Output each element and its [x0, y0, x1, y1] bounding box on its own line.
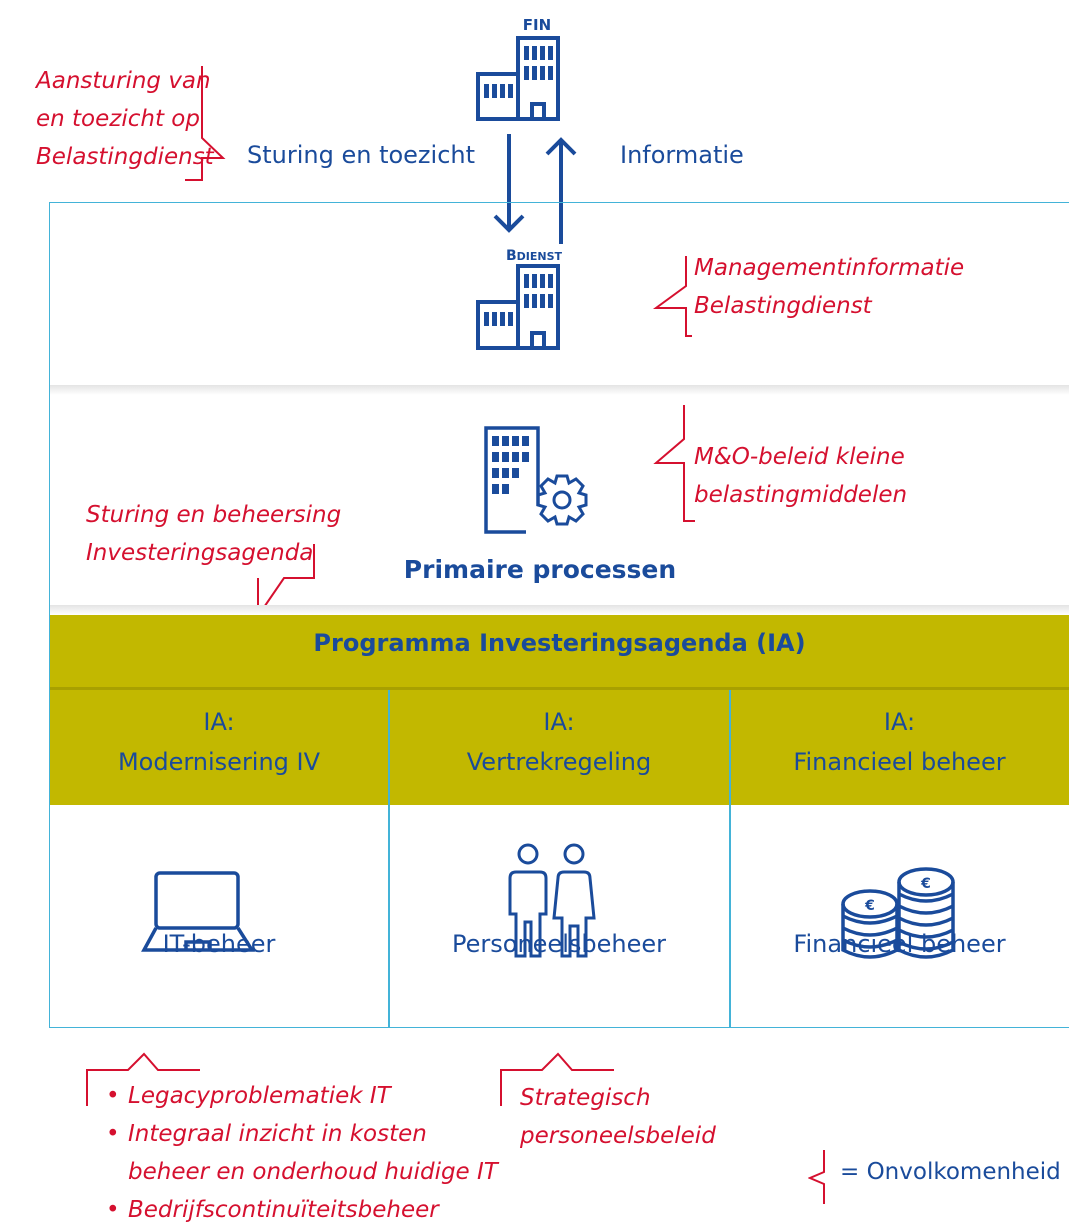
- column-title-line: Modernisering IV: [117, 748, 321, 776]
- bdienst-building-icon: BDIENST: [476, 248, 563, 350]
- column-title-line: Vertrekregeling: [466, 748, 652, 776]
- column-title-line: IA:: [543, 708, 575, 736]
- section-divider: [50, 385, 1069, 395]
- band-separator: [50, 687, 1069, 690]
- note-aansturing: Aansturing van en toezicht op Belastingd…: [36, 62, 214, 176]
- column-title-line: Financieel beheer: [793, 748, 1006, 776]
- primary-processes-label: Primaire processen: [403, 555, 677, 584]
- note-line: Managementinformatie: [694, 255, 965, 281]
- imperfection-bracket: [86, 1052, 200, 1106]
- imperfection-bracket: [653, 405, 695, 522]
- primary-process-icon: [484, 426, 588, 534]
- legend-bracket-icon: [808, 1150, 825, 1204]
- diagram-frame: [49, 202, 1069, 1028]
- note-bullet: Legacyproblematiek IT: [106, 1077, 498, 1115]
- imperfection-bracket: [185, 66, 226, 181]
- column-divider: [729, 690, 731, 1028]
- column-title-line: IA:: [203, 708, 235, 736]
- fin-building-icon: FIN: [476, 16, 560, 121]
- column-divider: [388, 690, 390, 1028]
- note-mo-beleid: M&O-beleid kleine belastingmiddelen: [694, 438, 907, 514]
- bdienst-label: BDIENST: [506, 248, 563, 264]
- note-managementinformatie: Managementinformatie Belastingdienst: [694, 249, 964, 325]
- note-line: personeelsbeleid: [520, 1123, 716, 1149]
- legend-text: = Onvolkomenheid: [840, 1159, 1061, 1185]
- note-line: Investeringsagenda: [86, 540, 314, 566]
- note-line: M&O-beleid kleine: [694, 444, 905, 470]
- column-title-modernisering: IA: Modernisering IV: [50, 702, 388, 782]
- program-band: [50, 615, 1069, 687]
- sturing-toezicht-label: Sturing en toezicht: [247, 141, 476, 169]
- imperfection-bracket: [500, 1052, 614, 1106]
- note-line: en toezicht op: [36, 106, 200, 132]
- column-label-personeelsbeheer: Personeelsbeheer: [452, 930, 666, 958]
- note-line: Strategisch: [520, 1085, 651, 1111]
- section-divider: [50, 605, 1069, 615]
- imperfection-bracket: [652, 256, 692, 337]
- note-bullet: Bedrijfscontinuïteitsbeheer: [106, 1191, 498, 1229]
- note-it-items: Legacyproblematiek IT Integraal inzicht …: [106, 1077, 498, 1229]
- fin-label: FIN: [523, 16, 551, 34]
- svg-text:€: €: [920, 876, 931, 892]
- coins-icon: € €: [841, 867, 955, 959]
- arrows-icon: [493, 134, 577, 244]
- column-label-financieel-beheer: Financieel beheer: [793, 930, 1006, 958]
- column-label-it-beheer: IT-beheer: [162, 930, 276, 958]
- note-line: Belastingdienst: [36, 144, 214, 170]
- column-title-vertrekregeling: IA: Vertrekregeling: [389, 702, 729, 782]
- column-title-line: IA:: [883, 708, 916, 736]
- note-line: Aansturing van: [36, 68, 211, 94]
- svg-text:€: €: [864, 898, 875, 914]
- imperfection-bracket: [257, 544, 315, 620]
- note-line: Sturing en beheersing: [86, 502, 342, 528]
- informatie-label: Informatie: [620, 141, 744, 169]
- column-title-financieel: IA: Financieel beheer: [730, 702, 1069, 782]
- program-title: Programma Investeringsagenda (IA): [313, 629, 806, 657]
- people-icon: [508, 843, 596, 958]
- note-line: belastingmiddelen: [694, 482, 908, 508]
- note-line: Belastingdienst: [694, 293, 872, 319]
- note-sturing-beheersing: Sturing en beheersing Investeringsagenda: [86, 496, 341, 572]
- columns-band: [50, 690, 1069, 805]
- note-strategisch: Strategisch personeelsbeleid: [520, 1079, 716, 1155]
- laptop-icon: [141, 871, 256, 952]
